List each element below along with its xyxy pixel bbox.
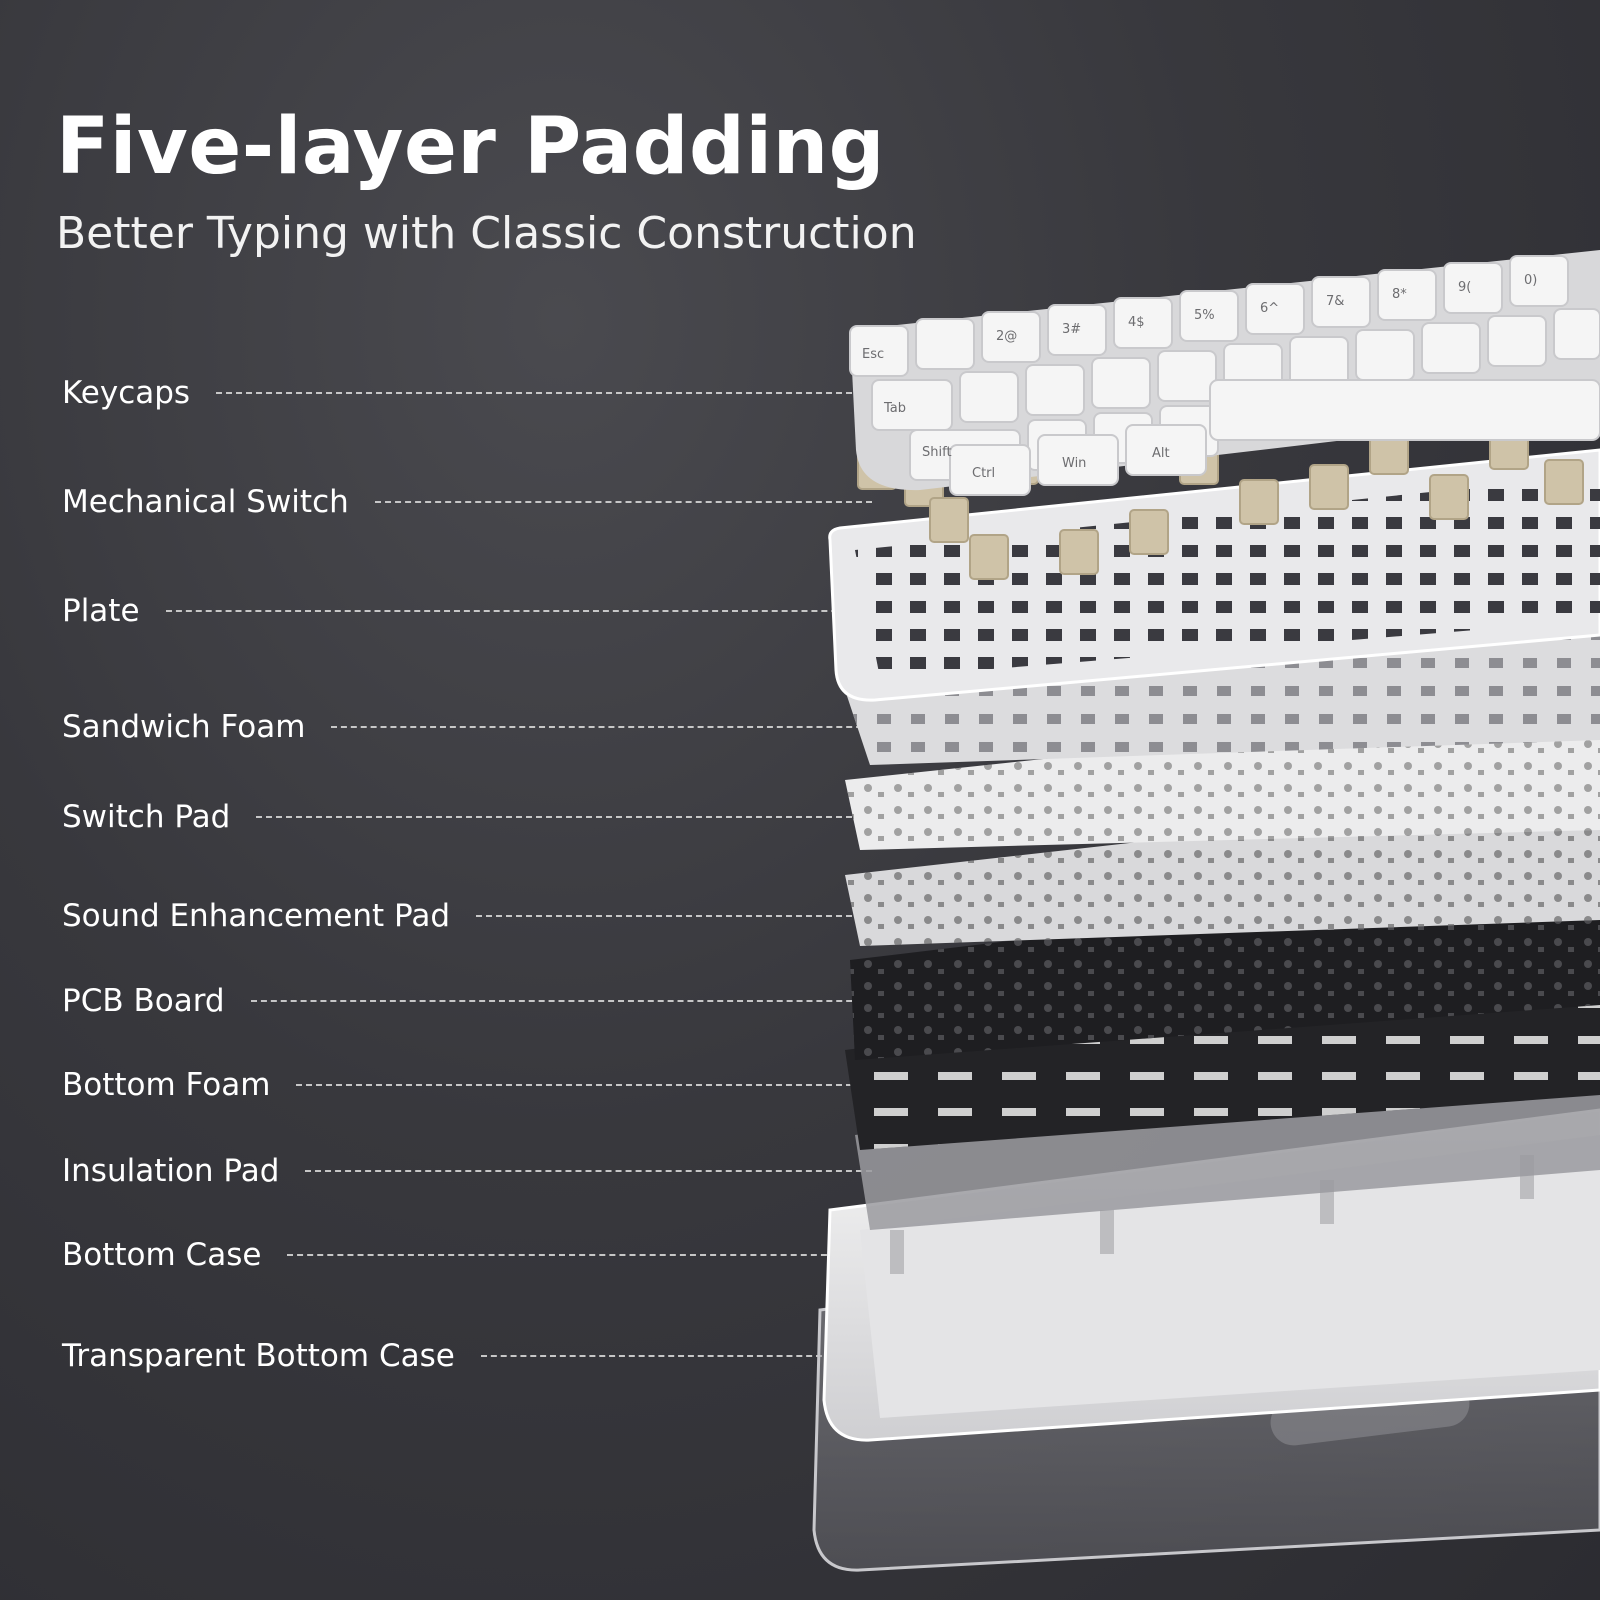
leader-line <box>165 610 877 612</box>
layer-label-keycaps: Keycaps <box>62 373 862 413</box>
leader-line <box>476 915 872 917</box>
keycap-legend: Esc <box>862 347 884 362</box>
leader-line <box>480 1355 822 1357</box>
leader-line <box>296 1084 872 1086</box>
exploded-keyboard-illustration: Esc Tab Shift Ctrl Win Alt 2@ 3# 4$ 5% 6… <box>812 250 1600 1572</box>
plate-layer <box>828 448 1600 702</box>
layer-label-transparent-bottom-case: Transparent Bottom Case <box>62 1336 822 1376</box>
keycaps-layer: Esc Tab Shift Ctrl Win Alt 2@ 3# 4$ 5% 6… <box>849 250 1600 496</box>
keycap-legend: Shift <box>922 445 952 460</box>
layer-label-bottom-foam: Bottom Foam <box>62 1065 872 1105</box>
keycap-legend: Alt <box>1152 446 1170 461</box>
layer-label-mechanical-switch: Mechanical Switch <box>62 482 872 522</box>
keycap-legend: 5% <box>1194 308 1215 323</box>
keycap-legend: 7& <box>1326 294 1344 309</box>
layer-label-sandwich-foam: Sandwich Foam <box>62 707 872 747</box>
layer-label-text: Plate <box>62 593 140 629</box>
layer-label-pcb-board: PCB Board <box>62 981 872 1021</box>
leader-line <box>256 816 872 818</box>
leader-line <box>287 1254 837 1256</box>
leader-line <box>305 1170 872 1172</box>
layer-label-text: Bottom Case <box>62 1237 262 1273</box>
layer-label-text: PCB Board <box>62 983 225 1019</box>
keycap-legend: 0) <box>1524 273 1537 288</box>
layer-label-plate: Plate <box>62 591 877 631</box>
layer-label-text: Mechanical Switch <box>62 484 349 520</box>
keycap-legend: 9( <box>1458 280 1471 295</box>
keycap-legend: 2@ <box>996 329 1017 344</box>
keycap-legend: 3# <box>1062 322 1081 337</box>
keycap-legend: 4$ <box>1128 315 1145 330</box>
leader-line <box>331 726 872 728</box>
keycap-legend: Win <box>1062 456 1086 471</box>
keycap-legend: 6^ <box>1260 301 1279 316</box>
layer-label-text: Insulation Pad <box>62 1153 280 1189</box>
keycap-legend: Ctrl <box>972 466 995 481</box>
page-subtitle: Better Typing with Classic Construction <box>56 208 917 259</box>
page-title: Five-layer Padding <box>56 102 885 192</box>
layer-label-sound-enhancement-pad: Sound Enhancement Pad <box>62 896 872 936</box>
leader-line <box>216 392 862 394</box>
keycap-legend: 8* <box>1392 287 1407 302</box>
layer-label-text: Bottom Foam <box>62 1067 271 1103</box>
layer-label-text: Switch Pad <box>62 799 231 835</box>
layer-label-insulation-pad: Insulation Pad <box>62 1151 872 1191</box>
leader-line <box>250 1000 872 1002</box>
layer-label-text: Sandwich Foam <box>62 709 306 745</box>
layer-label-bottom-case: Bottom Case <box>62 1235 837 1275</box>
layer-label-text: Sound Enhancement Pad <box>62 898 451 934</box>
layer-label-text: Keycaps <box>62 375 191 411</box>
leader-line <box>374 501 872 503</box>
layer-label-switch-pad: Switch Pad <box>62 797 872 837</box>
layer-label-text: Transparent Bottom Case <box>62 1338 455 1374</box>
keycap-legend: Tab <box>883 401 906 416</box>
